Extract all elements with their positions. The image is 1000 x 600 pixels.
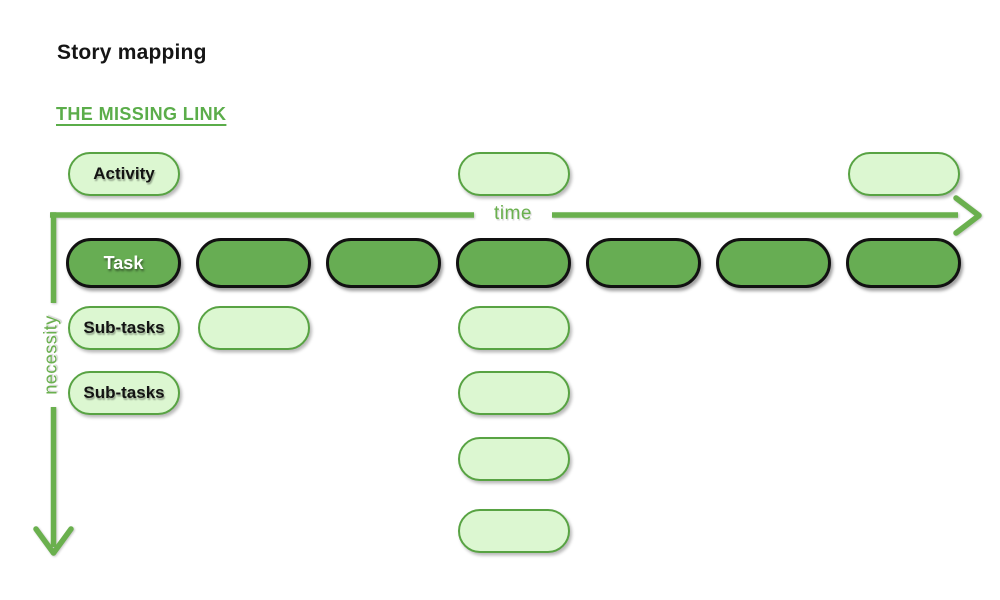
card-label: Sub-tasks <box>83 318 165 337</box>
subtasks-card <box>458 437 570 481</box>
subtasks-card: Sub-tasks <box>68 306 180 350</box>
task-card <box>326 238 441 288</box>
activity-card <box>458 152 570 196</box>
subtasks-card <box>458 306 570 350</box>
necessity-axis-arrowhead-icon <box>33 526 74 556</box>
activity-card <box>848 152 960 196</box>
page-title: Story mapping <box>57 41 207 64</box>
card-label: Activity <box>93 164 155 183</box>
task-card <box>456 238 571 288</box>
subtasks-card <box>198 306 310 350</box>
section-heading: THE MISSING LINK <box>56 104 227 124</box>
card-label: Task <box>103 252 144 273</box>
necessity-axis-label: necessity <box>40 315 61 395</box>
subtasks-card <box>458 509 570 553</box>
task-card <box>586 238 701 288</box>
task-card <box>196 238 311 288</box>
task-card: Task <box>66 238 181 288</box>
card-label: Sub-tasks <box>83 383 165 402</box>
time-axis-arrowhead-icon <box>953 195 982 236</box>
activity-card: Activity <box>68 152 180 196</box>
task-card <box>716 238 831 288</box>
time-axis-label: time <box>494 203 532 224</box>
task-card <box>846 238 961 288</box>
subtasks-card: Sub-tasks <box>68 371 180 415</box>
subtasks-card <box>458 371 570 415</box>
